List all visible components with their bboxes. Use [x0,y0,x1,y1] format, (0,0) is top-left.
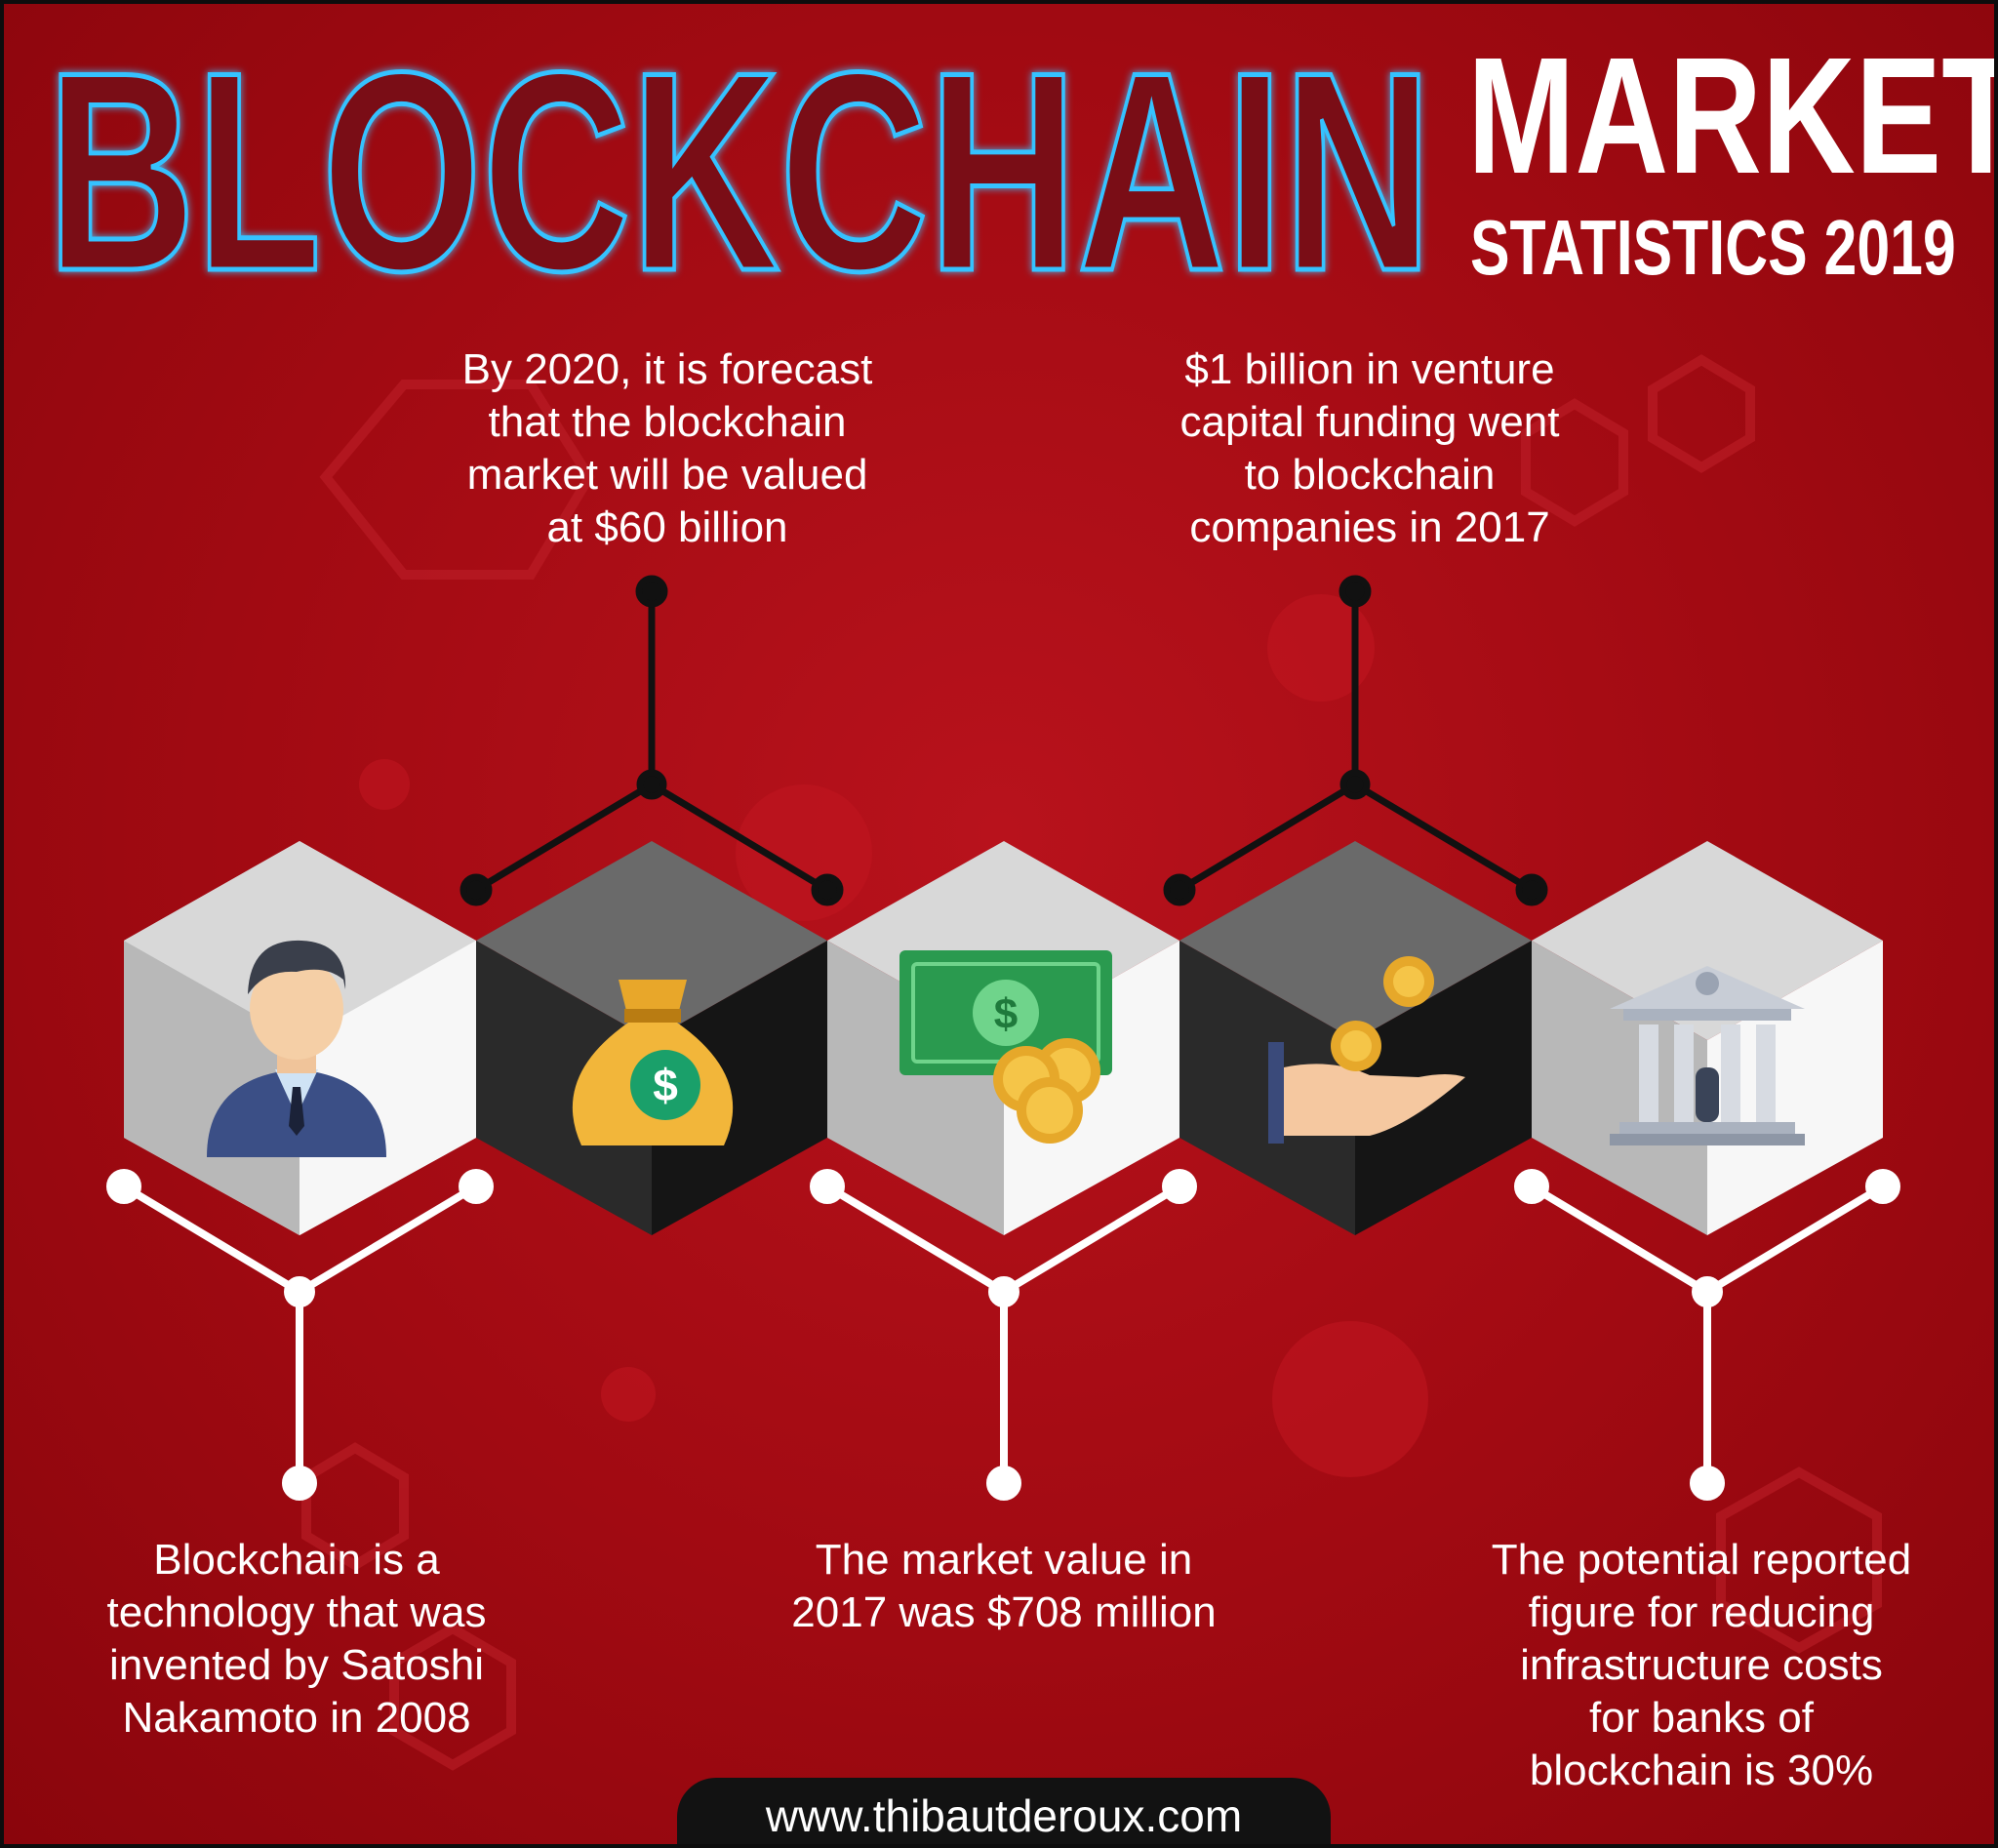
hand-receiving-coins-icon [1268,956,1465,1144]
stat-line: technology that was [106,1588,487,1636]
stat-market-forecast-2020: By 2020, it is forecast that the blockch… [423,343,911,554]
stat-line: $1 billion in venture [1184,345,1555,393]
top-connectors [460,575,1548,906]
stat-line: at $60 billion [546,503,788,551]
stat-line: The potential reported [1491,1536,1912,1584]
stat-line: market will be valued [466,451,868,499]
hex-chain: $ $ [106,575,1900,1501]
footer-bar: www.thibautderoux.com [677,1778,1331,1844]
stat-line: for banks of [1589,1694,1814,1742]
stat-invented-2008: Blockchain is a technology that was inve… [53,1534,540,1745]
stat-line: blockchain is 30% [1529,1747,1874,1794]
stat-line: figure for reducing [1528,1588,1875,1636]
stat-line: Blockchain is a [153,1536,440,1584]
svg-text:$: $ [994,990,1018,1038]
hex-cube-2 [476,841,827,1235]
stat-line: that the blockchain [488,398,847,446]
stat-line: The market value in [815,1536,1193,1584]
stat-line: capital funding went [1179,398,1560,446]
stat-venture-funding-2017: $1 billion in venture capital funding we… [1126,343,1614,554]
businessman-icon [207,940,386,1157]
bottom-connectors [106,1169,1900,1501]
stat-line: invented by Satoshi [108,1641,485,1689]
stat-market-value-2017: The market value in 2017 was $708 millio… [745,1534,1262,1639]
hex-cube-5 [1532,841,1883,1235]
stat-line: By 2020, it is forecast [461,345,873,393]
stat-line: infrastructure costs [1520,1641,1883,1689]
background-decoration [301,354,1882,1771]
stat-bank-cost-reduction: The potential reported figure for reduci… [1448,1534,1955,1797]
stat-line: companies in 2017 [1189,503,1550,551]
stat-line: 2017 was $708 million [791,1588,1217,1636]
svg-text:$: $ [653,1060,678,1110]
stat-line: to blockchain [1244,451,1496,499]
title-main-text: BLOCKCHAIN [47,37,1432,291]
footer-url[interactable]: www.thibautderoux.com [765,1790,1243,1841]
money-bag-icon: $ [572,980,734,1145]
stat-line: Nakamoto in 2008 [122,1694,471,1742]
bank-icon [1610,966,1805,1145]
blockchain-title: BLOCKCHAIN [45,37,1435,291]
cash-and-coins-icon: $ [899,950,1112,1144]
